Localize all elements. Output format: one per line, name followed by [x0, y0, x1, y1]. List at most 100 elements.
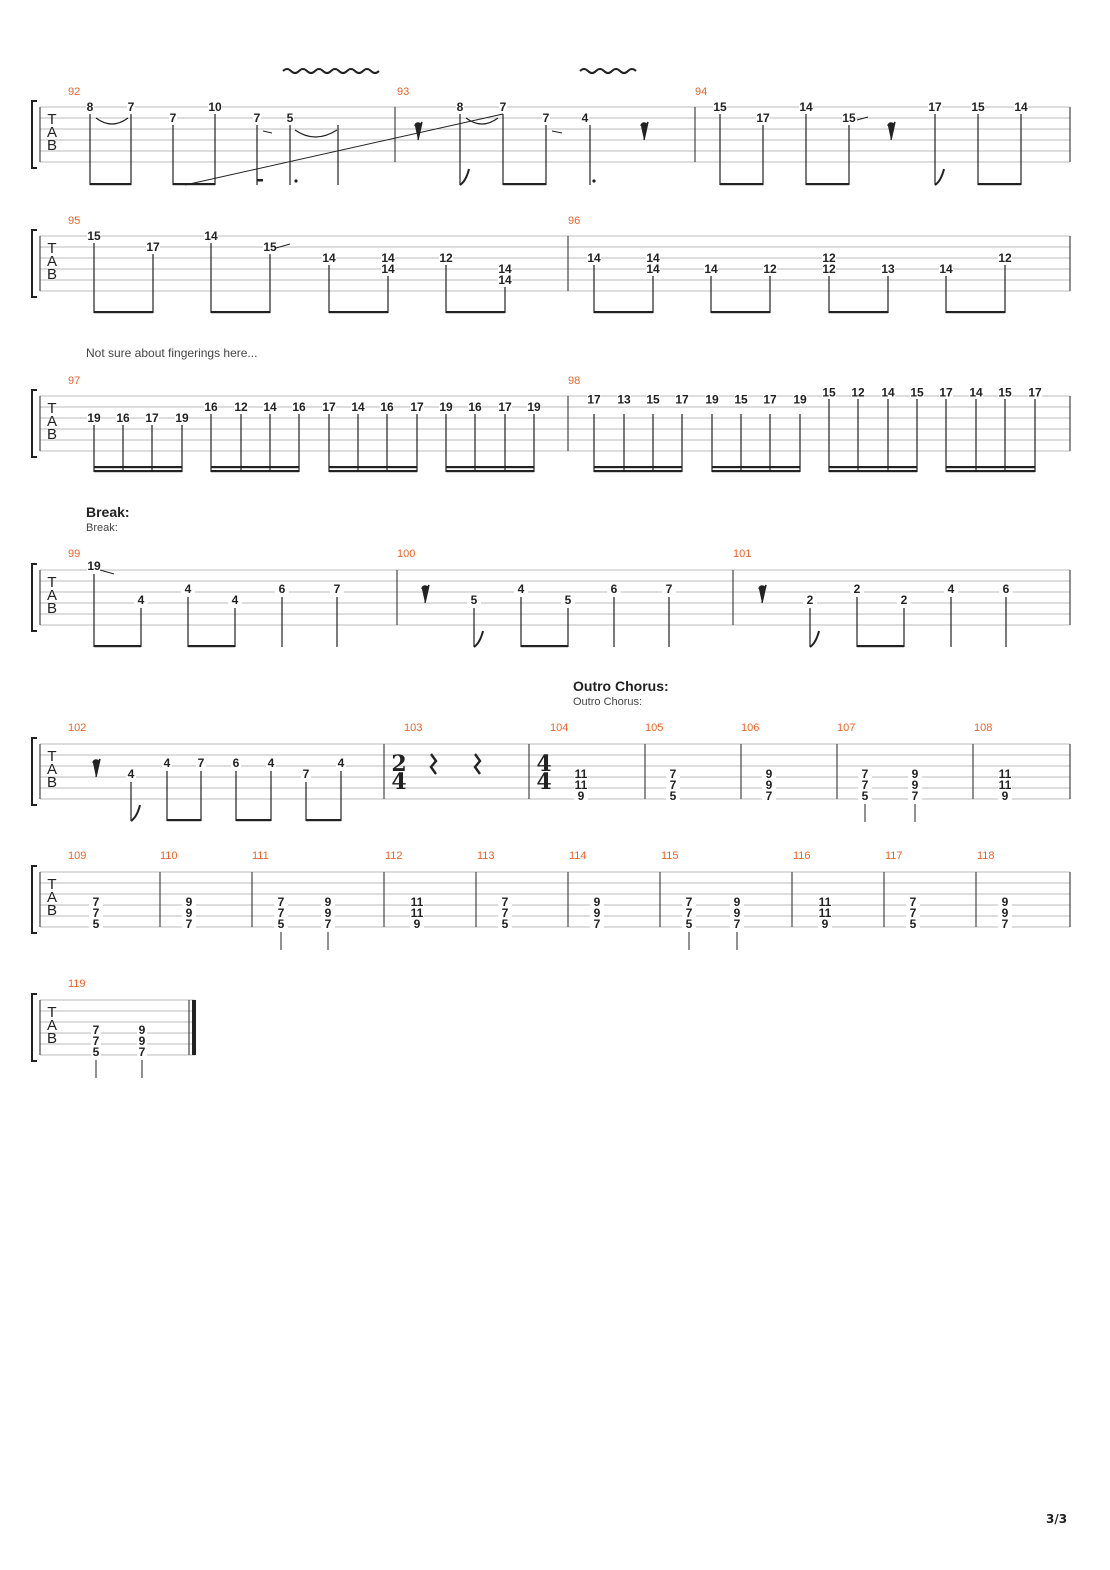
- fret-bg: [998, 896, 1012, 907]
- tab-clef-a: A: [47, 253, 57, 270]
- tab-clef-t: T: [47, 876, 56, 893]
- fret-number: 5: [278, 917, 285, 931]
- note-beam: [188, 645, 235, 648]
- note-beam: [857, 645, 904, 648]
- fret-bg: [998, 387, 1012, 398]
- fret-bg: [410, 907, 424, 918]
- note-beam: [329, 470, 417, 473]
- measure-number: 104: [550, 722, 568, 734]
- fret-bg: [734, 394, 748, 405]
- fret-number: 17: [410, 400, 424, 414]
- fret-bg: [91, 1046, 101, 1057]
- fret-number: 4: [128, 767, 135, 781]
- fret-number: 5: [910, 917, 917, 931]
- fret-bg: [182, 907, 196, 918]
- fret-number: 7: [334, 582, 341, 596]
- fret-bg: [542, 113, 550, 123]
- note-beam: [946, 470, 1035, 473]
- fret-number: 4: [185, 582, 192, 596]
- fret-bg: [908, 768, 922, 779]
- fret-number: 11: [999, 778, 1012, 792]
- fret-bg: [1028, 387, 1042, 398]
- fret-bg: [998, 768, 1012, 779]
- vibrato-mark: [579, 68, 637, 74]
- eighth-rest: [421, 584, 430, 604]
- fret-bg: [793, 394, 807, 405]
- fret-bg: [662, 583, 676, 594]
- fret-bg: [87, 413, 101, 423]
- measure-number: 99: [68, 548, 80, 560]
- tab-clef-b: B: [47, 266, 57, 283]
- fret-bg: [381, 253, 395, 263]
- slide-mark: [99, 569, 115, 575]
- fret-number: 12: [234, 400, 248, 414]
- fret-bg: [263, 242, 277, 252]
- fret-number: 4: [268, 756, 275, 770]
- fret-number: 6: [1003, 582, 1010, 596]
- fret-bg: [906, 896, 920, 907]
- note-beam: [329, 311, 388, 314]
- measure-number: 107: [837, 722, 855, 734]
- measure-number: 118: [977, 850, 995, 862]
- fret-bg: [253, 113, 261, 123]
- fret-bg: [858, 790, 872, 801]
- fret-bg: [969, 387, 983, 398]
- measure-number: 97: [68, 375, 80, 387]
- vibrato-mark: [282, 68, 380, 74]
- fret-number: 17: [675, 392, 689, 406]
- fret-number: 19: [793, 392, 807, 406]
- note-beam: [306, 819, 341, 822]
- fret-bg: [204, 231, 218, 241]
- fret-bg: [134, 594, 148, 605]
- fret-number: 19: [87, 559, 101, 573]
- measure-number: 115: [661, 850, 679, 862]
- fret-bg: [574, 768, 588, 779]
- fret-number: 9: [766, 778, 773, 792]
- fret-bg: [91, 1035, 101, 1046]
- tab-clef-a: A: [47, 889, 57, 906]
- fret-number: 6: [279, 582, 286, 596]
- fret-number: 12: [822, 251, 836, 265]
- fret-number: 7: [93, 1023, 100, 1037]
- fret-number: 9: [139, 1023, 146, 1037]
- fret-number: 14: [704, 262, 718, 276]
- tie-slur: [95, 117, 129, 125]
- fret-number: 15: [734, 392, 748, 406]
- fret-number: 9: [139, 1034, 146, 1048]
- fret-bg: [498, 918, 512, 929]
- measure-number: 101: [733, 548, 751, 560]
- note-beam: [94, 470, 182, 473]
- system-92-94: [31, 100, 1070, 169]
- note-beam: [446, 311, 505, 314]
- fret-bg: [999, 583, 1013, 594]
- fret-bg: [971, 102, 985, 112]
- fret-bg: [301, 768, 311, 779]
- fret-number: 17: [756, 111, 770, 125]
- measure-number: 93: [397, 86, 409, 98]
- note-beam: [594, 466, 682, 469]
- fret-bg: [231, 757, 241, 768]
- fret-number: 19: [87, 411, 101, 425]
- fret-bg: [181, 583, 195, 594]
- fret-bg: [351, 402, 365, 412]
- fret-number: 16: [292, 400, 306, 414]
- fret-bg: [908, 779, 922, 790]
- fret-number: 7: [128, 100, 135, 114]
- fret-number: 14: [969, 386, 983, 400]
- fret-bg: [87, 560, 101, 571]
- fret-bg: [574, 779, 588, 790]
- fret-number: 15: [842, 111, 856, 125]
- fret-bg: [275, 583, 289, 594]
- fret-number: 5: [686, 917, 693, 931]
- fret-bg: [682, 918, 696, 929]
- measure-number: 96: [568, 215, 580, 227]
- fret-bg: [906, 907, 920, 918]
- fret-bg: [998, 918, 1012, 929]
- fret-bg: [730, 918, 744, 929]
- time-sig-bottom: 4: [536, 769, 551, 795]
- fret-bg: [822, 264, 836, 274]
- fret-number: 7: [686, 906, 693, 920]
- fret-bg: [263, 402, 277, 412]
- fret-bg: [87, 231, 101, 241]
